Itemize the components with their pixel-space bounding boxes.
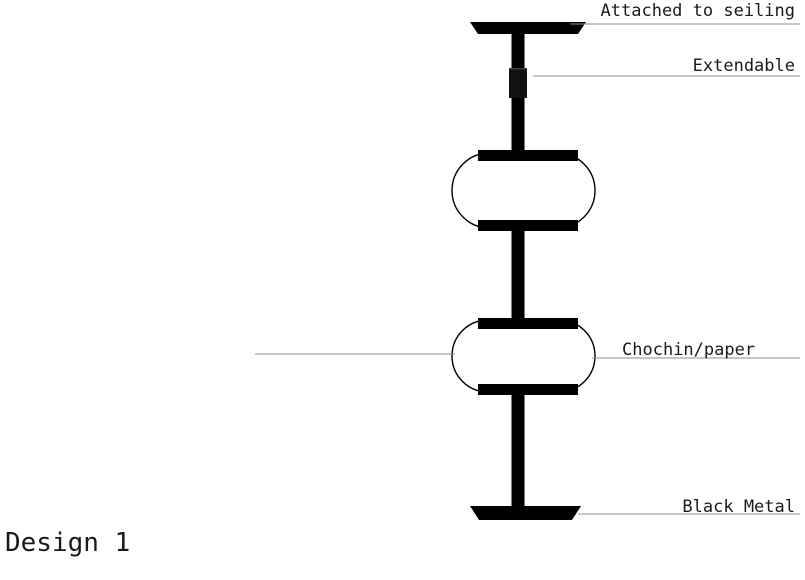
base-weight xyxy=(470,506,581,520)
lantern-lower-cap-bottom xyxy=(478,384,578,395)
ceiling-flange xyxy=(470,22,586,34)
annotation-attached-to-ceiling: Attached to seiling xyxy=(600,1,795,21)
lantern-lower-cap-top xyxy=(478,318,578,329)
vertical-pole-middle xyxy=(511,222,525,326)
annotation-chochin-paper: Chochin/paper xyxy=(622,340,756,360)
lantern-upper-cap-top xyxy=(478,150,578,161)
lantern-upper-body xyxy=(451,152,596,229)
lantern-lower-body xyxy=(451,319,596,393)
annotation-black-metal: Black Metal xyxy=(682,497,795,517)
vertical-pole-lower xyxy=(511,386,525,508)
design-caption: Design 1 xyxy=(5,528,131,558)
lantern-upper-cap-bottom xyxy=(478,220,578,231)
telescoping-pole-joint xyxy=(509,68,527,98)
annotation-extendable: Extendable xyxy=(692,56,795,76)
telescoping-joint-seam xyxy=(509,68,527,70)
